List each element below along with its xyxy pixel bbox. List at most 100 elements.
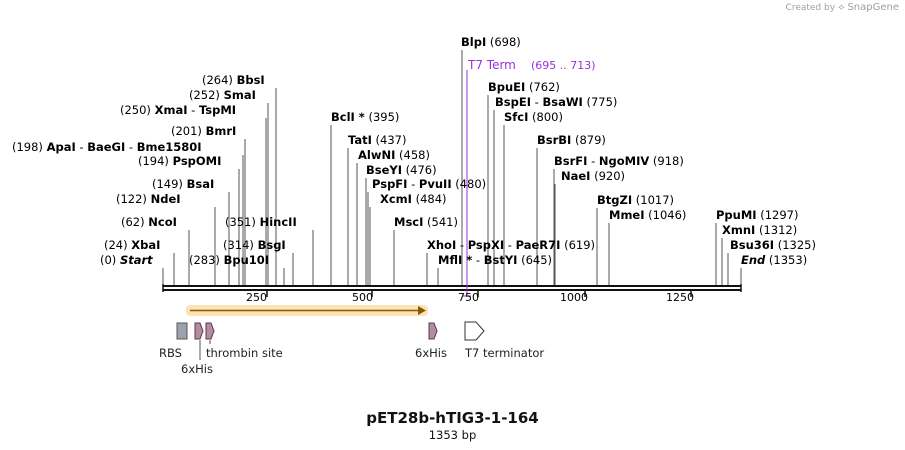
restriction-site-label[interactable]: (24) XbaI — [104, 238, 160, 252]
restriction-site-label[interactable]: TatI (437) — [348, 133, 407, 147]
ruler-tick-label: 1000 — [560, 291, 588, 304]
restriction-site-label[interactable]: XhoI - PspXI - PaeR7I (619) — [427, 238, 595, 252]
restriction-site-label[interactable]: (351) HincII — [225, 215, 297, 229]
enzyme-name: BsrBI — [537, 133, 571, 147]
enzyme-name: BclI * — [331, 110, 365, 124]
site-position: (201) — [171, 124, 206, 138]
enzyme-name: MscI — [394, 215, 423, 229]
enzyme-name: AlwNI — [358, 148, 395, 162]
site-position: (541) — [423, 215, 458, 229]
restriction-site-label[interactable]: BsrBI (879) — [537, 133, 606, 147]
enzyme-name: BlpI — [461, 35, 486, 49]
site-position: (0) — [100, 253, 120, 267]
site-position: (484) — [412, 192, 447, 206]
ruler-tick-label: 750 — [458, 291, 479, 304]
restriction-site-label[interactable]: MflI * - BstYI (645) — [438, 253, 552, 267]
his-tag-feature-icon[interactable] — [194, 322, 204, 340]
restriction-site-label[interactable]: (201) BmrI — [171, 124, 236, 138]
restriction-site-label[interactable]: End (1353) — [741, 253, 807, 267]
enzyme-name: XcmI — [380, 192, 412, 206]
site-position: (800) — [528, 110, 563, 124]
site-position: (252) — [189, 88, 224, 102]
enzyme-name: BpuEI — [488, 80, 525, 94]
site-position: (264) — [202, 73, 237, 87]
enzyme-name: XmnI — [722, 223, 755, 237]
restriction-site-label[interactable]: (122) NdeI — [116, 192, 181, 206]
enzyme-name: ApaI — [47, 140, 76, 154]
restriction-site-label[interactable]: PspFI - PvuII (480) — [372, 177, 486, 191]
restriction-site-label[interactable]: MmeI (1046) — [609, 208, 686, 222]
restriction-site-label[interactable]: (314) BsgI — [223, 238, 286, 252]
site-position: (250) — [120, 103, 155, 117]
site-position: (198) — [12, 140, 47, 154]
enzyme-name: BstYI — [484, 253, 518, 267]
restriction-site-label[interactable]: BclI * (395) — [331, 110, 399, 124]
restriction-site-label[interactable]: BspEI - BsaWI (775) — [495, 95, 617, 109]
restriction-site-label[interactable]: SfcI (800) — [504, 110, 563, 124]
restriction-site-label[interactable]: (0) Start — [100, 253, 153, 267]
restriction-site-label[interactable]: (283) Bpu10I — [189, 253, 269, 267]
enzyme-name: PspOMI — [173, 154, 222, 168]
feature-label-6xhis: 6xHis — [415, 346, 447, 360]
restriction-site-label[interactable]: BpuEI (762) — [488, 80, 560, 94]
enzyme-name: Bsu36I — [730, 238, 774, 252]
restriction-site-label[interactable]: (194) PspOMI — [138, 154, 221, 168]
site-position: (194) — [138, 154, 173, 168]
enzyme-name: XmaI — [155, 103, 188, 117]
enzyme-name: PaeR7I — [516, 238, 561, 252]
snapgene-logo-icon: ⟡ — [837, 2, 845, 13]
restriction-site-label[interactable]: PpuMI (1297) — [716, 208, 798, 222]
site-position: (437) — [372, 133, 407, 147]
enzyme-name: TspMI — [199, 103, 236, 117]
restriction-site-label[interactable]: MscI (541) — [394, 215, 458, 229]
thrombin-site-feature-icon[interactable] — [205, 322, 215, 340]
enzyme-name: MflI * — [438, 253, 472, 267]
feature-track: RBS 6xHis thrombin site 6xHis T7 termina… — [159, 321, 544, 376]
site-position: (62) — [121, 215, 148, 229]
enzyme-name: End — [741, 253, 766, 267]
site-position: (351) — [225, 215, 260, 229]
enzyme-name: MmeI — [609, 208, 645, 222]
restriction-site-label[interactable]: XcmI (484) — [380, 192, 447, 206]
restriction-site-label[interactable]: BseYI (476) — [366, 163, 437, 177]
terminator-feature-icon[interactable] — [464, 321, 485, 341]
enzyme-name: BspEI — [495, 95, 531, 109]
site-position: (122) — [116, 192, 151, 206]
restriction-site-label[interactable]: BlpI (698) — [461, 35, 521, 49]
restriction-site-label[interactable]: (198) ApaI - BaeGI - Bme1580I — [12, 140, 202, 154]
credit-text: Created by — [785, 3, 836, 13]
his-tag-feature-icon[interactable] — [428, 322, 438, 340]
restriction-site-label[interactable]: AlwNI (458) — [358, 148, 430, 162]
restriction-site-label[interactable]: BtgZI (1017) — [597, 193, 674, 207]
t7-term-label: T7 Term — [467, 58, 516, 72]
enzyme-name: XhoI — [427, 238, 456, 252]
site-position: (1297) — [757, 208, 799, 222]
enzyme-name: BbsI — [237, 73, 265, 87]
enzyme-name: PspXI — [468, 238, 504, 252]
restriction-site-label[interactable]: (264) BbsI — [202, 73, 265, 87]
restriction-site-label[interactable]: Bsu36I (1325) — [730, 238, 816, 252]
enzyme-name: XbaI — [131, 238, 160, 252]
feature-label-thrombin: thrombin site — [206, 346, 283, 360]
enzyme-name: BsaI — [187, 177, 215, 191]
restriction-site-label[interactable]: BsrFI - NgoMIV (918) — [554, 154, 684, 168]
restriction-site-labels: (0) Start(24) XbaI (62) NcoI (122) NdeI(14… — [12, 35, 816, 267]
site-position: (920) — [590, 169, 625, 183]
restriction-site-label[interactable]: (149) BsaI — [152, 177, 214, 191]
rbs-feature-icon[interactable] — [176, 322, 188, 340]
ruler-tick-label: 250 — [246, 291, 267, 304]
restriction-site-label[interactable]: NaeI (920) — [561, 169, 625, 183]
site-position: (619) — [560, 238, 595, 252]
site-position: (283) — [189, 253, 224, 267]
restriction-site-label[interactable]: (62) NcoI — [121, 215, 177, 229]
restriction-site-label[interactable]: (252) SmaI — [189, 88, 256, 102]
restriction-site-label[interactable]: XmnI (1312) — [722, 223, 797, 237]
feature-label-6xhis: 6xHis — [181, 362, 213, 376]
restriction-site-label[interactable]: (250) XmaI - TspMI — [120, 103, 236, 117]
enzyme-name: BsaWI — [542, 95, 582, 109]
orf-arrow[interactable] — [186, 305, 428, 316]
site-position: (476) — [402, 163, 437, 177]
ruler: 250 500 750 1000 1250 — [246, 290, 694, 304]
site-position: (1312) — [755, 223, 797, 237]
